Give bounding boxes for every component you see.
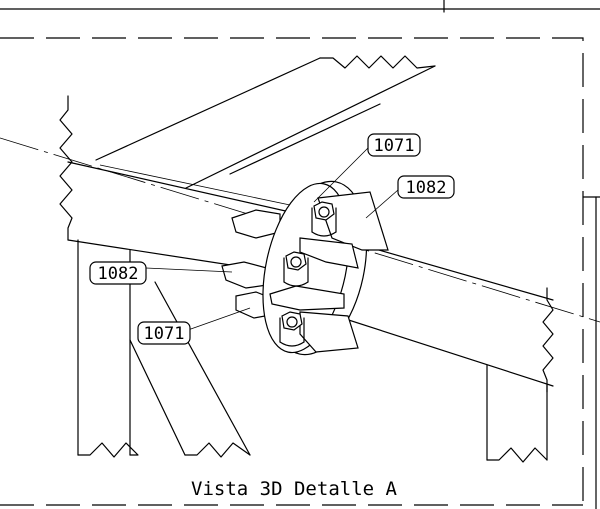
sheet-right-edge [582, 196, 600, 509]
part-tag-1082-right: 1082 [397, 175, 455, 199]
part-tag-1082-left: 1082 [89, 261, 147, 285]
part-tag-1071-bottom: 1071 [137, 321, 191, 345]
lower-brace [129, 281, 251, 458]
svg-text:1082: 1082 [98, 264, 139, 284]
leader-lines [145, 147, 399, 331]
bolt-bottom [279, 311, 305, 347]
bolt-middle [283, 251, 309, 287]
bolt-top [311, 201, 337, 237]
view-caption: Vista 3D Detalle A [191, 478, 397, 500]
right-column [486, 364, 548, 463]
gusset-plates-right [269, 191, 389, 353]
beam-break-left [59, 95, 73, 241]
svg-text:1071: 1071 [144, 324, 185, 344]
svg-text:1082: 1082 [406, 178, 447, 198]
svg-text:1071: 1071 [374, 136, 415, 156]
upper-brace [95, 55, 436, 189]
detail-boundary [0, 37, 584, 509]
main-beam-left [67, 161, 291, 269]
part-tag-1071-top: 1071 [367, 133, 421, 157]
bolts [279, 201, 337, 347]
sheet-top-border [0, 0, 600, 13]
